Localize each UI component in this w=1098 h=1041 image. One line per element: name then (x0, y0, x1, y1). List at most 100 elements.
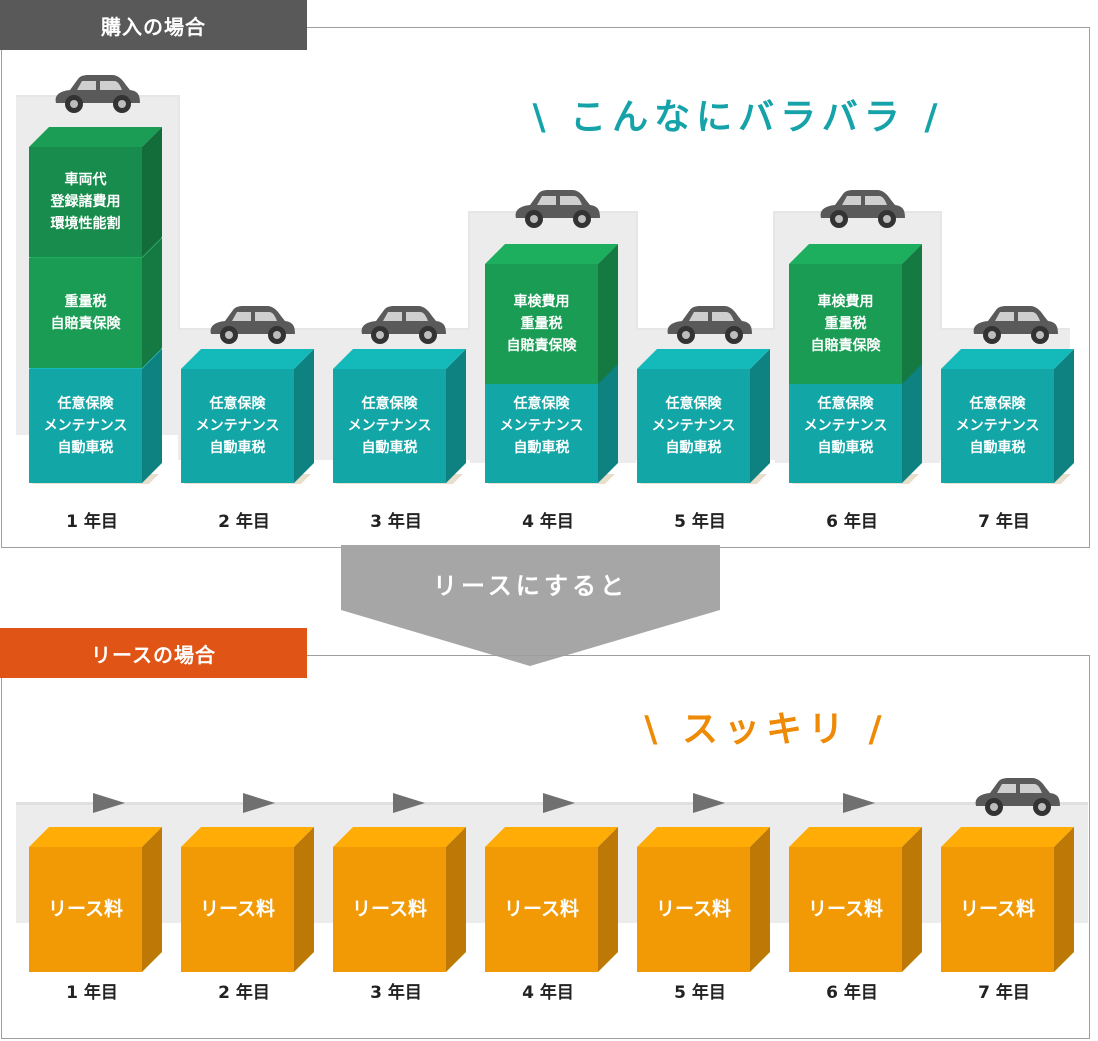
purchase-base-box-5: 任意保険メンテナンス自動車税 (637, 349, 770, 483)
purchase-year-label: 7 年目 (978, 512, 1030, 532)
lease-slogan-left-mark: \ (644, 709, 682, 750)
lease-panel (1, 655, 1090, 1039)
lease-box-6-shape (789, 827, 922, 972)
purchase-year-label: 4 年目 (522, 512, 574, 532)
lease-box-2-face: リース料 (181, 847, 294, 972)
purchase-base-box-6-line: メンテナンス (803, 418, 888, 434)
car-icon (975, 778, 1060, 816)
purchase-inspection-box-4-line: 車検費用 (513, 294, 570, 310)
purchase-y1-mid-box-line: 自賠責保険 (50, 316, 121, 332)
lease-box-5: リース料 (637, 827, 770, 972)
lease-year-label: 2 年目 (218, 983, 270, 1003)
purchase-base-box-4-face: 任意保険メンテナンス自動車税 (485, 369, 598, 483)
purchase-base-box-3-line: メンテナンス (347, 418, 432, 434)
lease-arrow-icon (543, 793, 575, 813)
purchase-base-box-2-line: 任意保険 (209, 396, 266, 412)
lease-arrow-icon (243, 793, 275, 813)
lease-box-3-shape (333, 827, 466, 972)
purchase-base-box-3-line: 任意保険 (361, 396, 418, 412)
purchase-inspection-box-6-shape (789, 244, 922, 384)
purchase-inspection-box-4-shape (485, 244, 618, 384)
lease-box-4-line: リース料 (503, 898, 580, 920)
car-icon (361, 306, 446, 344)
lease-year-label: 3 年目 (370, 983, 422, 1003)
purchase-base-box-1-line: 任意保険 (57, 396, 114, 412)
lease-box-4-face: リース料 (485, 847, 598, 972)
purchase-base-box-7-shape (941, 349, 1074, 483)
lease-tab: リースの場合 (0, 628, 307, 678)
purchase-base-box-1-line: 自動車税 (57, 440, 114, 456)
lease-year-label: 4 年目 (522, 983, 574, 1003)
purchase-base-box-1: 任意保険メンテナンス自動車税 (29, 349, 162, 483)
purchase-base-box-3: 任意保険メンテナンス自動車税 (333, 349, 466, 483)
car-icon (667, 306, 752, 344)
lease-box-5-line: リース料 (655, 898, 732, 920)
transition-label: リースにすると (432, 572, 629, 600)
purchase-base-box-5-line: 自動車税 (665, 440, 722, 456)
purchase-base-box-3-line: 自動車税 (361, 440, 418, 456)
lease-tab-label: リースの場合 (91, 642, 216, 667)
lease-arrow-icon (393, 793, 425, 813)
purchase-base-box-7-line: 自動車税 (969, 440, 1026, 456)
car-icon (973, 306, 1058, 344)
purchase-base-box-7-face: 任意保険メンテナンス自動車税 (941, 369, 1054, 483)
purchase-year-label: 2 年目 (218, 512, 270, 532)
lease-box-3-face: リース料 (333, 847, 446, 972)
purchase-base-box-1-line: メンテナンス (43, 418, 128, 434)
purchase-year-label: 1 年目 (66, 512, 118, 532)
transition-arrow (341, 545, 720, 666)
purchase-base-box-7-line: メンテナンス (955, 418, 1040, 434)
purchase-base-box-5-line: メンテナンス (651, 418, 736, 434)
purchase-inspection-box-6-line: 自賠責保険 (810, 338, 881, 354)
lease-year-label: 6 年目 (826, 983, 878, 1003)
purchase-y1-top-box-face: 車両代登録諸費用環境性能割 (29, 147, 142, 257)
purchase-base-box-7-line: 任意保険 (969, 396, 1026, 412)
lease-box-1-face: リース料 (29, 847, 142, 972)
purchase-base-box-5-shape (637, 349, 770, 483)
car-icon (210, 306, 295, 344)
purchase-inspection-box-6-face: 車検費用重量税自賠責保険 (789, 264, 902, 384)
purchase-year-label: 5 年目 (674, 512, 726, 532)
purchase-inspection-box-6-line: 車検費用 (817, 294, 874, 310)
purchase-year-label: 6 年目 (826, 512, 878, 532)
purchase-y1-top-box: 車両代登録諸費用環境性能割 (29, 127, 162, 257)
purchase-tab: 購入の場合 (0, 0, 307, 50)
purchase-base-box-7: 任意保険メンテナンス自動車税 (941, 349, 1074, 483)
purchase-inspection-box-4-line: 自賠責保険 (506, 338, 577, 354)
lease-box-7-face: リース料 (941, 847, 1054, 972)
lease-box-6-line: リース料 (807, 898, 884, 920)
purchase-base-box-1-face: 任意保険メンテナンス自動車税 (29, 369, 142, 483)
lease-slogan: \ スッキリ / (636, 700, 896, 752)
lease-slogan-right-mark: / (850, 709, 888, 750)
lease-box-1: リース料 (29, 827, 162, 972)
purchase-base-box-4-line: メンテナンス (499, 418, 584, 434)
lease-arrow-icon (693, 793, 725, 813)
lease-box-6-face: リース料 (789, 847, 902, 972)
lease-box-2-shape (181, 827, 314, 972)
purchase-y1-top-box-line: 環境性能割 (50, 216, 121, 232)
purchase-base-box-3-face: 任意保険メンテナンス自動車税 (333, 369, 446, 483)
lease-box-7-line: リース料 (959, 898, 1036, 920)
lease-box-2: リース料 (181, 827, 314, 972)
purchase-base-box-2-face: 任意保険メンテナンス自動車税 (181, 369, 294, 483)
lease-box-4: リース料 (485, 827, 618, 972)
purchase-base-box-4-line: 自動車税 (513, 440, 570, 456)
purchase-y1-mid-box-line: 重量税 (64, 294, 107, 310)
purchase-tab-label: 購入の場合 (101, 14, 206, 39)
purchase-base-box-2-line: メンテナンス (195, 418, 280, 434)
lease-arrow-icon (843, 793, 875, 813)
lease-box-7-shape (941, 827, 1074, 972)
lease-box-6: リース料 (789, 827, 922, 972)
purchase-base-box-2: 任意保険メンテナンス自動車税 (181, 349, 314, 483)
lease-year-label: 1 年目 (66, 983, 118, 1003)
purchase-base-box-6-line: 任意保険 (817, 396, 874, 412)
lease-box-2-line: リース料 (199, 898, 276, 920)
purchase-base-box-3-shape (333, 349, 466, 483)
car-icon (55, 75, 140, 113)
purchase-inspection-box-6: 車検費用重量税自賠責保険 (789, 244, 922, 384)
purchase-base-box-6-face: 任意保険メンテナンス自動車税 (789, 369, 902, 483)
purchase-y1-top-box-line: 車両代 (64, 172, 107, 188)
purchase-inspection-box-4-line: 重量税 (520, 316, 563, 332)
car-icon (515, 190, 600, 228)
lease-arrow-icon (93, 793, 125, 813)
